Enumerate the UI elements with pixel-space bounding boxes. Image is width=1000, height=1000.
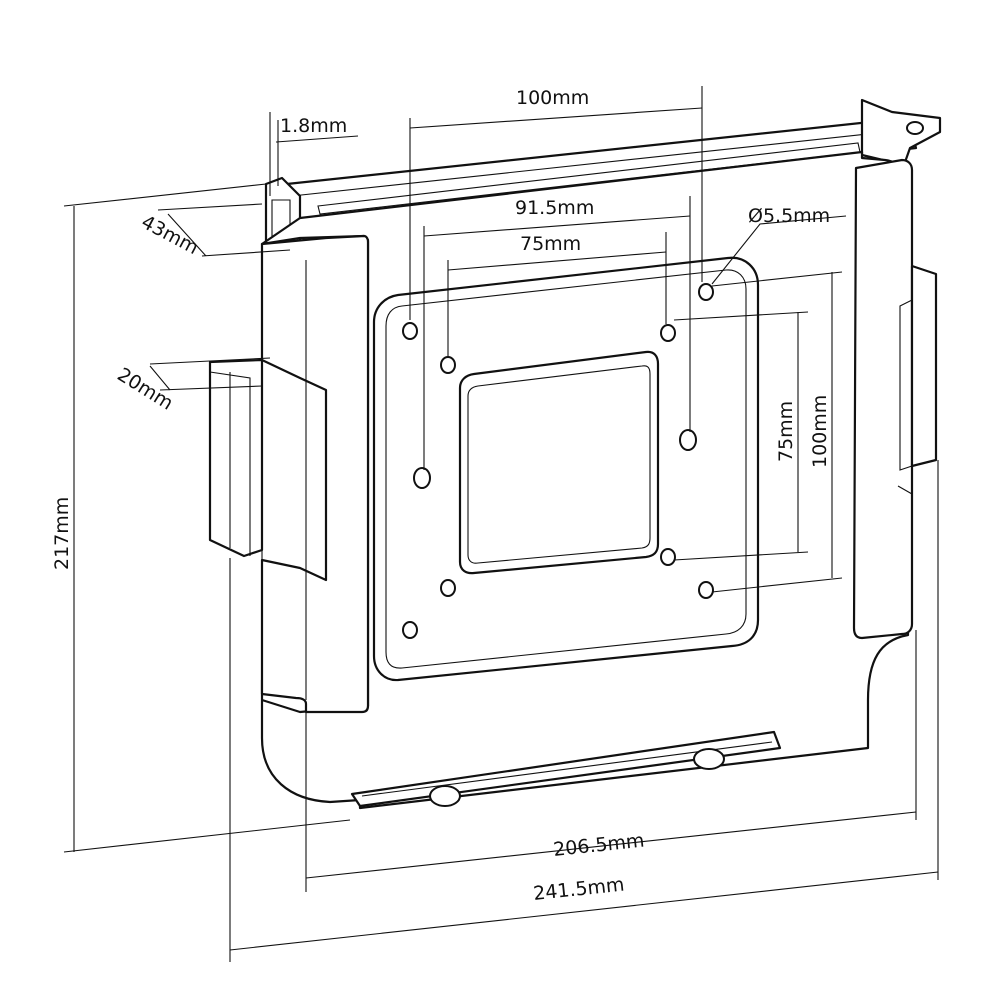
top-rail-edge [291, 129, 906, 197]
dim-206-5mm-line [305, 811, 917, 879]
label-wall-thickness: 1.8mm [280, 115, 347, 137]
dim-75mm-h-line [447, 251, 667, 271]
dim-100mm-v-ext [711, 271, 843, 593]
right-side-profile [852, 158, 914, 640]
dim-20mm-line [149, 357, 271, 391]
hole-75-top-right [660, 324, 676, 342]
dim-91-5mm-ext [423, 196, 691, 470]
dim-217mm-ext [63, 183, 351, 853]
hole-75-bottom-left [440, 579, 456, 597]
dim-91-5mm-line [423, 215, 691, 237]
slot-left [413, 467, 431, 489]
label-depth: 43mm [138, 211, 202, 259]
dimension-lines [63, 86, 939, 962]
dim-75mm-h-ext [447, 232, 667, 356]
vesa-plate-inner [385, 269, 747, 669]
dim-43mm-line [157, 203, 291, 257]
dim-100mm-ext [409, 86, 703, 320]
hole-100-bottom-right [698, 581, 714, 599]
label-hole-pattern-small: 75mm [520, 233, 581, 255]
hole-75-bottom-right [660, 548, 676, 566]
hole-100-bottom-left [402, 621, 418, 639]
label-tab-depth: 20mm [113, 364, 177, 415]
slot-right [679, 429, 697, 451]
label-bracket-spacing: 100mm [516, 87, 589, 109]
hole-75-top-left [440, 356, 456, 374]
label-inner-width: 206.5mm [552, 830, 645, 861]
dim-diameter-leader [711, 215, 847, 285]
right-tab-face [897, 299, 913, 495]
dim-1-8mm-line [269, 112, 359, 196]
dim-241-5mm-line [229, 871, 939, 951]
hole-100-top-right [698, 283, 714, 301]
hole-100-top-left [402, 322, 418, 340]
bottom-knob-right [693, 748, 725, 770]
right-tab [910, 264, 938, 468]
dim-206-5mm-ext [305, 630, 917, 892]
dim-75mm-v-ext [673, 311, 809, 561]
dim-241-5mm-ext [229, 460, 939, 962]
label-vertical-small: 75mm [775, 401, 797, 462]
center-recess [458, 350, 660, 575]
left-side-profile [260, 234, 370, 714]
label-vertical-large: 100mm [809, 395, 831, 468]
left-tab-face [209, 371, 251, 556]
right-hook-ring [906, 121, 924, 135]
label-hole-diameter: Ø5.5mm [748, 205, 830, 227]
mounting-holes [402, 283, 714, 639]
label-hole-pattern-large: 91.5mm [515, 197, 594, 219]
right-top-hook [860, 98, 942, 167]
label-outer-width: 241.5mm [532, 874, 625, 905]
center-recess-inner [467, 365, 651, 564]
label-height: 217mm [51, 497, 73, 570]
left-tab [208, 358, 264, 558]
bottom-knob-left [429, 785, 461, 807]
dim-100mm-line [409, 107, 703, 129]
